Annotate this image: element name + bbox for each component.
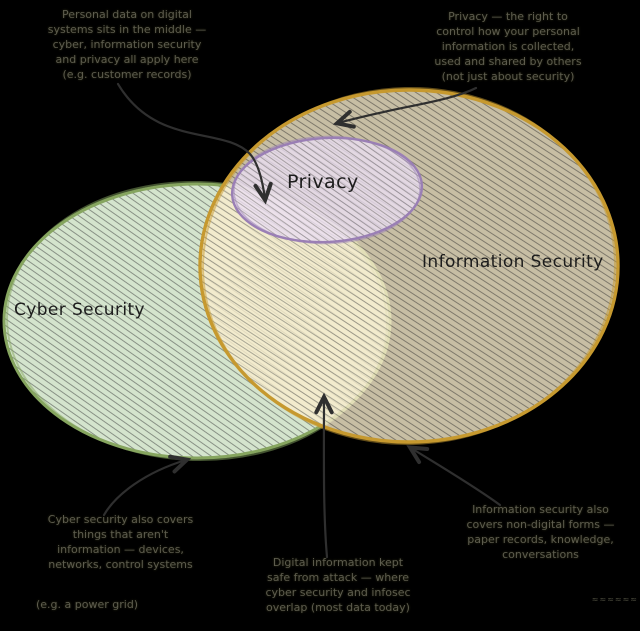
- annotation-line: Personal data on digital: [62, 8, 192, 21]
- annotation-line: Cyber security also covers: [47, 513, 194, 526]
- annotation-line: information is collected,: [441, 40, 575, 53]
- annotation-line: used and shared by others: [434, 55, 582, 68]
- author-signature: ≈≈≈≈≈≈: [591, 595, 638, 604]
- arrow-top-left-to-triple-overlap: [116, 82, 273, 205]
- arrow-bottom-center-to-overlap: [314, 392, 334, 559]
- annotation-line: and privacy all apply here: [55, 53, 199, 66]
- annotation-line: Digital information kept: [272, 556, 404, 569]
- annotation-top-left: Personal data on digital systems sits in…: [38, 7, 216, 82]
- privacy-ellipse: [230, 135, 424, 245]
- annotation-line: control how your personal: [436, 25, 580, 38]
- annotation-bottom-right: Information security also covers non-dig…: [448, 502, 633, 562]
- annotation-top-right: Privacy — the right to control how your …: [412, 9, 604, 84]
- arrow-bottom-left-to-cyber: [102, 454, 192, 517]
- annotation-line: systems sits in the middle —: [47, 23, 207, 36]
- annotation-line: paper records, knowledge,: [467, 533, 614, 546]
- arrow-top-right-to-privacy: [332, 86, 478, 129]
- annotation-line: Privacy — the right to: [448, 10, 568, 23]
- annotation-line: safe from attack — where: [266, 571, 409, 584]
- annotation-line: information — devices,: [57, 543, 184, 556]
- arrow-bottom-right-to-infosec: [406, 445, 502, 507]
- annotation-line: networks, control systems: [48, 558, 193, 571]
- annotation-line: conversations: [502, 548, 579, 561]
- annotation-line: cyber, information security: [52, 38, 202, 51]
- annotation-line: cyber security and infosec: [265, 586, 411, 599]
- annotation-bottom-center: Digital information kept safe from attac…: [238, 555, 438, 615]
- annotation-line: overlap (most data today): [266, 601, 410, 614]
- annotation-bottom-left-footnote: (e.g. a power grid): [36, 598, 139, 611]
- annotation-line: covers non-digital forms —: [466, 518, 615, 531]
- annotation-line: Information security also: [472, 503, 609, 516]
- annotation-line: things that aren't: [72, 528, 169, 541]
- annotation-bottom-left: Cyber security also covers things that a…: [28, 512, 213, 572]
- annotation-line: (not just about security): [441, 70, 575, 83]
- annotation-line: (e.g. customer records): [62, 68, 192, 81]
